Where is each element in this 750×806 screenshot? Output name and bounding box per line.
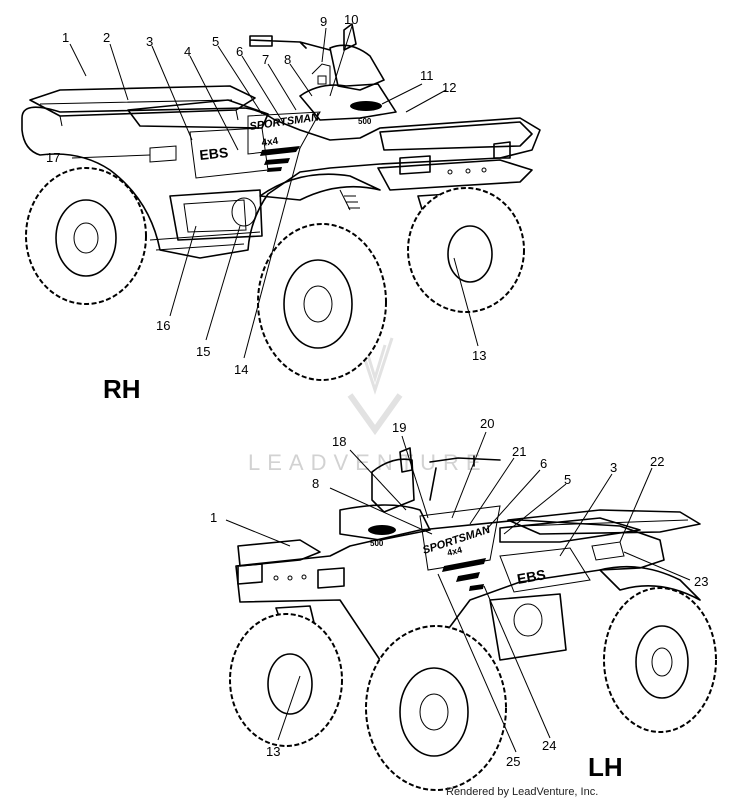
callout-14: 14	[234, 362, 248, 377]
callout-13: 13	[472, 348, 486, 363]
callout-3-lh: 3	[610, 460, 617, 475]
callout-7: 7	[262, 52, 269, 67]
callout-2: 2	[103, 30, 110, 45]
callout-8-lh: 8	[312, 476, 319, 491]
callout-11: 11	[420, 68, 434, 83]
callout-21: 21	[512, 444, 526, 459]
lh-view-label: LH	[588, 752, 623, 782]
rh-callouts: 1 2 3 4 5 6 7 8 9 10 11 12 13 14 15 16 1…	[46, 12, 486, 377]
callout-9: 9	[320, 14, 327, 29]
callout-23: 23	[694, 574, 708, 589]
lh-model-decal: 4x4	[446, 545, 463, 558]
atv-left-hand-view: 500 SPORTSMAN 4x4 EBS	[229, 447, 717, 791]
lh-engine-decal: 500	[370, 539, 384, 548]
rh-model-decal: 4x4	[261, 136, 279, 149]
callout-1: 1	[62, 30, 69, 45]
footer-credit: Rendered by LeadVenture, Inc.	[446, 786, 599, 798]
callout-20: 20	[480, 416, 494, 431]
rh-leader-lines	[69, 25, 479, 359]
callout-4: 4	[184, 44, 191, 59]
callout-16: 16	[156, 318, 170, 333]
rh-view-label: RH	[103, 374, 141, 404]
callout-12: 12	[442, 80, 456, 95]
atv-right-hand-view: EBS SPORTSMAN 4x4 500	[21, 23, 541, 381]
callout-10: 10	[344, 12, 358, 27]
watermark: LEADVENTURE	[248, 337, 488, 475]
callout-6-lh: 6	[540, 456, 547, 471]
lh-callouts: 18 19 20 21 6 5 3 22 8 1 23 13 25 24	[210, 416, 708, 769]
callout-5: 5	[212, 34, 219, 49]
callout-8: 8	[284, 52, 291, 67]
callout-17: 17	[46, 150, 60, 165]
callout-18: 18	[332, 434, 346, 449]
watermark-text: LEADVENTURE	[248, 450, 488, 475]
callout-1-lh: 1	[210, 510, 217, 525]
callout-24: 24	[542, 738, 556, 753]
callout-13-lh: 13	[266, 744, 280, 759]
callout-3: 3	[146, 34, 153, 49]
callout-5-lh: 5	[564, 472, 571, 487]
callout-25: 25	[506, 754, 520, 769]
rh-ebs-decal: EBS	[199, 144, 229, 163]
callout-19: 19	[392, 420, 406, 435]
callout-22: 22	[650, 454, 664, 469]
lh-ebs-decal: EBS	[516, 566, 547, 587]
callout-6: 6	[236, 44, 243, 59]
lh-leader-lines	[225, 431, 691, 753]
callout-15: 15	[196, 344, 210, 359]
rh-engine-decal: 500	[358, 117, 372, 126]
